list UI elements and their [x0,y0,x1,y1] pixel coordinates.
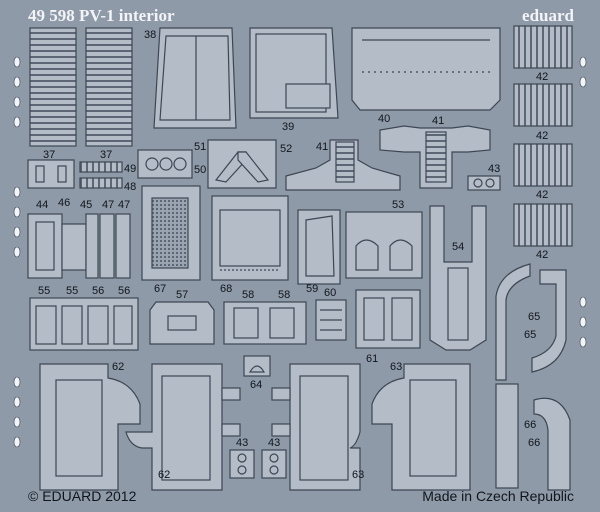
label-52: 52 [280,143,292,155]
part-54-frame [429,205,487,351]
label-63: 63 [352,469,364,481]
label-41: 41 [316,141,328,153]
part-40-panel [351,27,501,111]
label-59: 59 [306,283,318,295]
label-37: 37 [43,149,55,161]
label-42: 42 [536,249,548,261]
label-58: 58 [242,289,254,301]
label-42: 42 [536,130,548,142]
label-47: 47 [102,199,114,211]
part-58-panels [223,301,307,345]
part-67-panel [141,185,201,281]
part-57-panel [149,301,215,345]
label-55: 55 [38,285,50,297]
part-38-panel [153,27,237,129]
part-45-47-brackets [85,213,131,279]
part-68-panel [211,195,289,281]
part-42-strips [513,25,573,247]
label-45: 45 [80,199,92,211]
label-67: 67 [154,283,166,295]
label-56: 56 [118,285,130,297]
label-65: 65 [528,311,540,323]
label-38: 38 [144,29,156,41]
label-43: 43 [236,437,248,449]
part-44-46-bracket [27,213,87,279]
part-43-discs [229,175,501,479]
label-43: 43 [488,163,500,175]
label-42: 42 [536,189,548,201]
part-59-panel [297,209,341,285]
label-47: 47 [118,199,130,211]
label-62: 62 [158,469,170,481]
label-61: 61 [366,353,378,365]
label-66: 66 [528,437,540,449]
label-51: 51 [194,141,206,153]
part-66-strips [495,383,571,491]
part-41-frame-right [379,125,491,189]
label-39: 39 [282,121,294,133]
registration-holes [13,56,587,448]
label-66: 66 [524,419,536,431]
label-46: 46 [58,197,70,209]
part-64-bracket [243,355,271,377]
part-63-frame-mid [271,363,361,491]
sheet-title: 49 598 PV-1 interior [28,6,175,25]
part-62-frame-left [39,363,141,491]
label-62: 62 [112,361,124,373]
part-61-panel [355,289,421,349]
label-49: 49 [124,163,136,175]
label-54: 54 [452,241,464,253]
copyright-text: © EDUARD 2012 [28,488,137,504]
label-48: 48 [124,181,136,193]
label-43: 43 [268,437,280,449]
label-58: 58 [278,289,290,301]
part-62-frame-mid [125,363,241,491]
label-44: 44 [36,199,48,211]
label-65: 65 [524,329,536,341]
origin-text: Made in Czech Republic [422,488,574,504]
part-52-bracket [207,139,277,189]
label-50: 50 [194,164,206,176]
part-55-56-panels [29,297,139,351]
part-53-seats [345,211,423,279]
label-68: 68 [220,283,232,295]
brand-logo: eduard [522,6,574,25]
label-57: 57 [176,289,188,301]
label-63: 63 [390,361,402,373]
part-37-lower [27,159,75,189]
label-55: 55 [66,285,78,297]
label-37: 37 [100,149,112,161]
part-60-panel [315,299,347,341]
label-40: 40 [378,113,390,125]
part-39-panel [249,27,339,119]
part-37-left [29,27,77,147]
part-50-51 [137,149,193,179]
part-65-strips [495,263,567,381]
label-60: 60 [324,287,336,299]
label-53: 53 [392,199,404,211]
label-42: 42 [536,71,548,83]
label-56: 56 [92,285,104,297]
label-41: 41 [432,115,444,127]
part-37-right [85,27,133,147]
label-64: 64 [250,379,262,391]
part-48-49 [79,161,123,189]
part-41-frame-left [285,139,401,191]
part-63-frame-right [371,363,471,491]
